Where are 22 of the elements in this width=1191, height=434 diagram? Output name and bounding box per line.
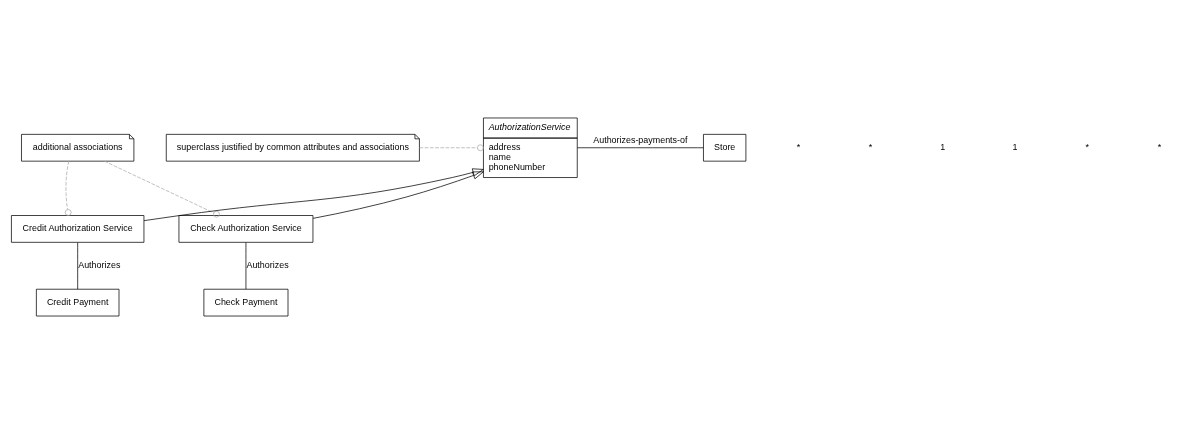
edge-label: Authorizes	[78, 260, 121, 271]
label: *	[796, 142, 801, 153]
connector	[419, 144, 484, 152]
arrow	[312, 171, 484, 219]
connector	[77, 242, 79, 290]
connector	[104, 160, 220, 218]
label: 1	[1012, 142, 1018, 153]
label: 1	[940, 142, 946, 153]
label: *	[1157, 142, 1162, 153]
connector	[64, 160, 72, 216]
node-box: Credit Authorization Service	[11, 215, 145, 243]
label: *	[1085, 142, 1089, 153]
node-box: Check Payment	[203, 288, 289, 317]
label: *	[868, 142, 873, 153]
arrow	[143, 168, 484, 221]
node-box: Check Authorization Service	[178, 215, 314, 243]
edge-label: Authorizes-payments-of	[593, 134, 688, 145]
node-box: Credit Payment	[36, 288, 120, 317]
node-box: Store	[703, 134, 747, 162]
connector	[577, 147, 704, 149]
edge-label: Authorizes	[246, 260, 289, 271]
connector	[245, 242, 247, 290]
